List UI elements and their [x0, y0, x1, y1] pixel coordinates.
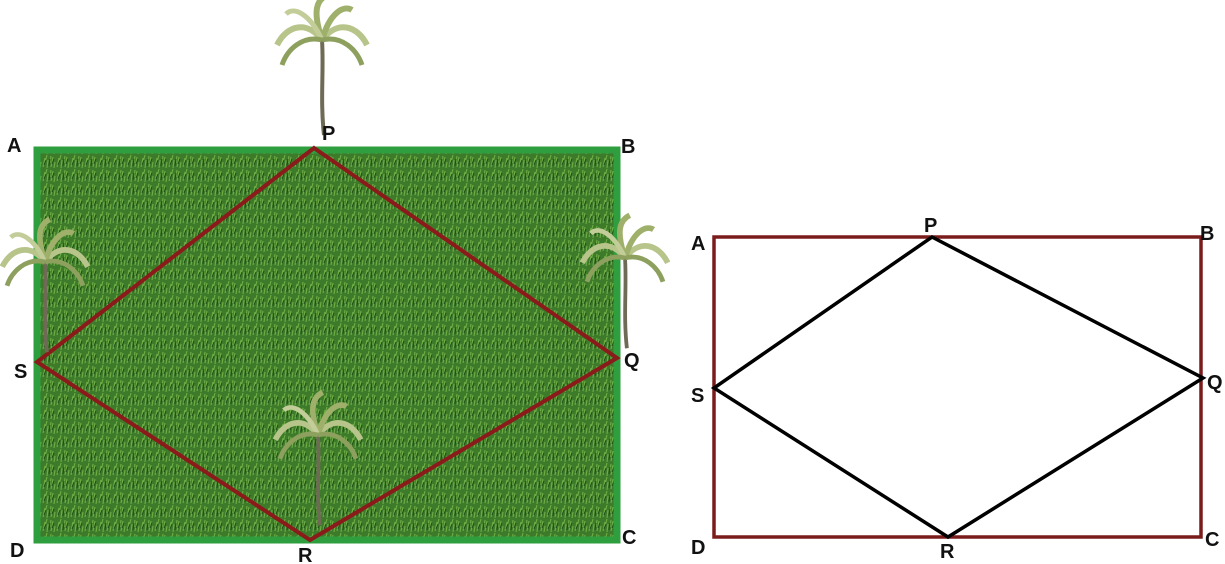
- left-rhombus: [33, 145, 621, 543]
- left-label-d: D: [10, 540, 24, 562]
- right-label-p: P: [924, 215, 937, 237]
- grass-fill: [37, 150, 617, 540]
- left-label-r: R: [298, 545, 313, 564]
- left-label-a: A: [7, 135, 21, 157]
- right-label-b: B: [1200, 223, 1214, 245]
- right-label-a: A: [691, 233, 705, 255]
- right-label-s: S: [691, 385, 704, 407]
- right-label-q: Q: [1207, 372, 1223, 394]
- left-label-s: S: [14, 361, 27, 383]
- left-label-b: B: [621, 136, 635, 158]
- left-label-q: Q: [624, 350, 640, 372]
- field-border: [33, 146, 621, 544]
- right-label-r: R: [940, 541, 955, 563]
- right-rhombus: [710, 234, 1207, 540]
- grass-field: [33, 146, 621, 544]
- right-label-d: D: [691, 537, 705, 559]
- right-rectangle: [712, 235, 1203, 539]
- right-label-c: C: [1205, 529, 1219, 551]
- left-label-p: P: [322, 123, 335, 145]
- palm-tree-icon-top: [277, 0, 367, 135]
- left-label-c: C: [622, 527, 636, 549]
